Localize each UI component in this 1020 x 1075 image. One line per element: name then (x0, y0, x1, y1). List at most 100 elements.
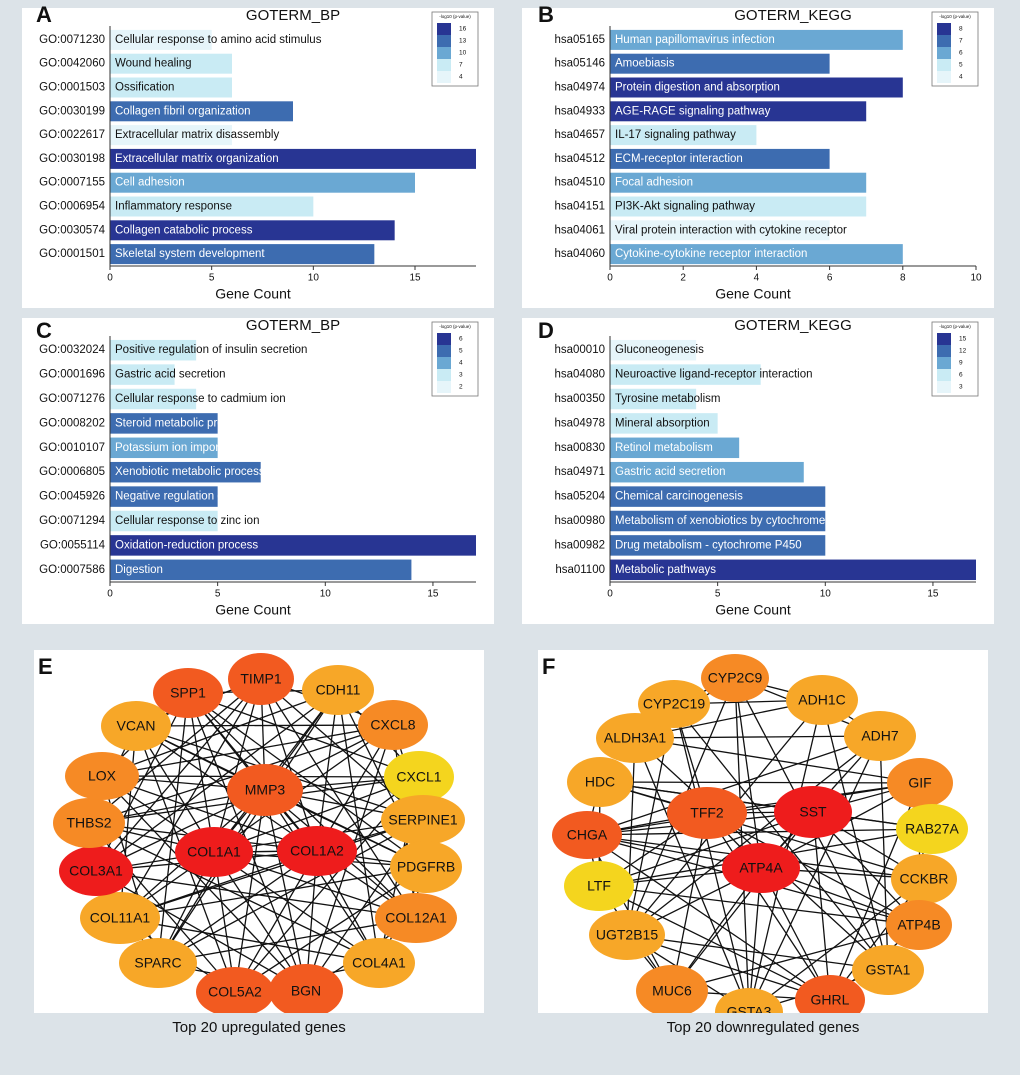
category-label: Protein digestion and absorption (615, 82, 780, 94)
category-label: IL-17 signaling pathway (615, 129, 736, 141)
category-label: Steroid metabolic process (115, 417, 248, 429)
gene-node[interactable]: GSTA3 (715, 988, 783, 1013)
gene-node[interactable]: COL3A1 (59, 846, 133, 896)
category-id-label: hsa01100 (555, 564, 605, 576)
gene-node-label: VCAN (117, 718, 156, 734)
gene-node[interactable]: THBS2 (53, 798, 125, 848)
gene-node[interactable]: COL5A2 (196, 967, 274, 1013)
x-tick-label: 0 (107, 589, 113, 600)
gene-node[interactable]: SERPINE1 (381, 795, 465, 845)
gene-node-label: CHGA (567, 827, 608, 843)
gene-node[interactable]: HDC (567, 757, 633, 807)
gene-node-label: CDH11 (316, 682, 361, 698)
category-label: Focal adhesion (615, 177, 693, 189)
gene-node[interactable]: SPARC (119, 938, 197, 988)
gene-node[interactable]: MMP3 (227, 764, 303, 816)
gene-node[interactable]: ADH7 (844, 711, 916, 761)
gene-node[interactable]: VCAN (101, 701, 171, 751)
legend-swatch (937, 47, 951, 59)
x-tick-label: 5 (215, 589, 221, 600)
category-label: Xenobiotic metabolic process (115, 466, 265, 478)
legend-swatch (437, 35, 451, 47)
network-edge (95, 870, 417, 919)
category-id-label: GO:0042060 (39, 58, 105, 70)
gene-node[interactable]: CYP2C19 (638, 680, 710, 728)
gene-node-label: RAB27A (905, 821, 959, 837)
legend-swatch (437, 333, 451, 345)
legend-swatch (937, 369, 951, 381)
gene-node[interactable]: MUC6 (636, 965, 708, 1013)
gene-node[interactable]: GHRL (795, 975, 865, 1013)
gene-node-label: MUC6 (652, 983, 692, 999)
gene-node[interactable]: UGT2B15 (589, 910, 665, 960)
network-edge (586, 828, 933, 836)
gene-node-ellipse (886, 900, 952, 950)
gene-node[interactable]: CCKBR (891, 854, 957, 904)
category-label: Collagen catabolic process (115, 224, 253, 236)
x-tick-label: 6 (827, 273, 833, 284)
legend-label: 5 (959, 62, 963, 69)
gene-node[interactable]: TFF2 (667, 787, 747, 839)
gene-node[interactable]: CYP2C9 (701, 654, 769, 702)
x-tick-label: 10 (308, 273, 320, 284)
gene-node[interactable]: CXCL1 (384, 751, 454, 803)
gene-node-label: CXCL1 (396, 769, 441, 785)
gene-node[interactable]: PDGFRB (390, 841, 462, 893)
category-label: ECM-receptor interaction (615, 153, 743, 165)
category-label: PI3K-Akt signaling pathway (615, 201, 755, 213)
gene-node[interactable]: COL11A1 (80, 892, 160, 944)
legend-swatch (937, 345, 951, 357)
gene-node[interactable]: TIMP1 (228, 653, 294, 705)
gene-node[interactable]: COL1A1 (175, 827, 253, 877)
bar (110, 388, 197, 410)
gene-node[interactable]: ADH1C (786, 675, 858, 725)
gene-node[interactable]: GSTA1 (852, 945, 924, 995)
category-id-label: GO:0071230 (39, 34, 105, 46)
gene-node[interactable]: RAB27A (896, 804, 968, 854)
gene-node-label: ADH1C (798, 692, 845, 708)
panel-letter-a: A (36, 2, 52, 27)
gene-node[interactable]: CHGA (552, 811, 622, 859)
legend-label: 3 (459, 372, 463, 379)
category-id-label: hsa00830 (554, 442, 605, 454)
gene-node-ellipse (65, 752, 139, 800)
legend-swatch (437, 345, 451, 357)
x-tick-label: 4 (754, 273, 760, 284)
bar (110, 101, 293, 122)
gene-node[interactable]: SST (774, 786, 852, 838)
gene-node[interactable]: COL12A1 (375, 893, 457, 943)
category-id-label: hsa04978 (554, 417, 605, 429)
gene-node[interactable]: CXCL8 (358, 700, 428, 750)
gene-node[interactable]: CDH11 (302, 665, 374, 715)
x-axis-title: Gene Count (215, 602, 291, 618)
category-label: Neuroactive ligand-receptor interaction (615, 369, 813, 381)
legend-label: 6 (459, 336, 463, 343)
gene-node[interactable]: ATP4B (886, 900, 952, 950)
gene-node[interactable]: BGN (269, 964, 343, 1013)
x-tick-label: 10 (320, 589, 332, 600)
gene-node[interactable]: LOX (65, 752, 139, 800)
bar (610, 413, 718, 434)
category-label: Oxidation-reduction process (115, 539, 258, 551)
category-label: Drug metabolism - cytochrome P450 (615, 539, 802, 551)
legend-swatch (937, 23, 951, 35)
gene-node[interactable]: GIF (887, 758, 953, 808)
gene-node[interactable]: COL4A1 (343, 938, 415, 988)
gene-node-label: THBS2 (66, 815, 111, 831)
network-edge (626, 735, 881, 936)
gene-node[interactable]: LTF (564, 861, 634, 911)
gene-node[interactable]: COL1A2 (277, 826, 357, 876)
gene-node[interactable]: SPP1 (153, 668, 223, 718)
bar (610, 53, 830, 74)
gene-node[interactable]: ATP4A (722, 843, 800, 893)
gene-node[interactable]: ALDH3A1 (596, 713, 674, 763)
bar (110, 125, 232, 146)
gene-node-ellipse (891, 854, 957, 904)
legend-swatch (937, 59, 951, 71)
network-edge (599, 781, 933, 830)
gene-node-label: CXCL8 (370, 717, 415, 733)
bar (110, 172, 415, 193)
